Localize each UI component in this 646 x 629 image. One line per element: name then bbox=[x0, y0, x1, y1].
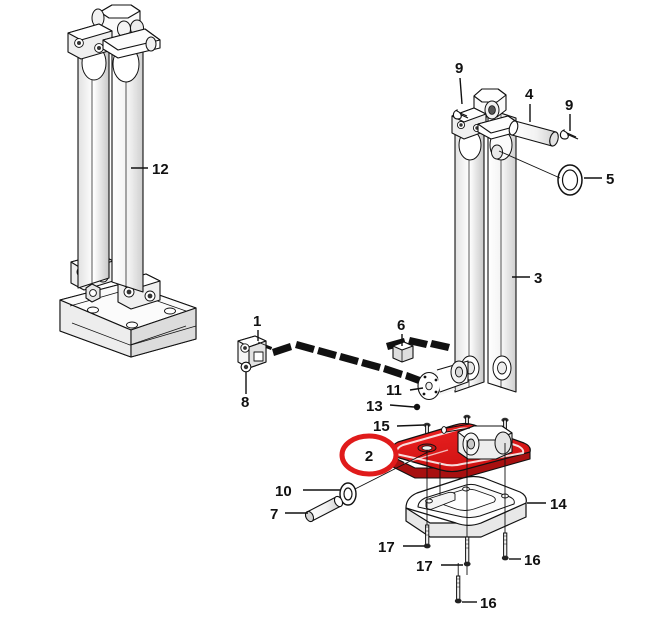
part-13-small-pin bbox=[413, 403, 421, 411]
part-11-end-cap-bushing bbox=[417, 360, 469, 401]
bolt-17-b bbox=[463, 536, 471, 567]
part-7-sleeve-pin bbox=[304, 495, 344, 523]
label-4: 4 bbox=[525, 86, 534, 103]
right-column-head bbox=[451, 88, 522, 160]
label-17b: 17 bbox=[416, 558, 433, 575]
label-9b: 9 bbox=[565, 97, 573, 114]
label-texts: 12 9 4 9 5 3 1 6 8 11 13 15 10 7 14 17 1… bbox=[152, 60, 614, 612]
label-12: 12 bbox=[152, 161, 169, 178]
label-11: 11 bbox=[386, 382, 402, 399]
label-8: 8 bbox=[241, 394, 249, 411]
part-5-o-ring bbox=[557, 164, 583, 196]
leader-part-5 bbox=[498, 150, 561, 179]
label-17a: 17 bbox=[378, 539, 395, 556]
label-16a: 16 bbox=[524, 552, 541, 569]
label-9a: 9 bbox=[455, 60, 463, 77]
callout-2-highlight: 2 bbox=[339, 433, 399, 477]
assembly-dash-line bbox=[258, 337, 450, 385]
cotter-clip-right bbox=[559, 129, 579, 140]
part-4-pivot-pin-rod bbox=[508, 120, 559, 147]
leader-11 bbox=[409, 387, 424, 391]
callout-2-number: 2 bbox=[365, 448, 373, 465]
leader-9a bbox=[459, 77, 463, 105]
left-column-head bbox=[67, 4, 161, 60]
part-10-washer-ring bbox=[339, 482, 357, 506]
label-6: 6 bbox=[397, 317, 405, 334]
label-13: 13 bbox=[366, 398, 383, 415]
label-16b: 16 bbox=[480, 595, 497, 612]
part-9-cotter-clips bbox=[452, 109, 579, 140]
part-2-red-base-plate bbox=[388, 422, 531, 479]
cotter-clip-upper-left bbox=[452, 109, 469, 120]
label-15: 15 bbox=[373, 418, 390, 435]
label-10: 10 bbox=[275, 483, 292, 500]
label-7: 7 bbox=[270, 506, 278, 523]
label-14: 14 bbox=[550, 496, 567, 513]
right-column-assembly bbox=[451, 88, 522, 393]
leader-15 bbox=[396, 424, 425, 427]
label-3: 3 bbox=[534, 270, 542, 287]
part-6-spacer-block bbox=[392, 341, 414, 363]
left-column-assembly bbox=[59, 4, 197, 358]
leader-13 bbox=[389, 404, 415, 408]
label-5: 5 bbox=[606, 171, 614, 188]
bolt-17-a bbox=[423, 524, 431, 549]
plate-top-clamp bbox=[441, 423, 513, 460]
part-8-nut bbox=[240, 361, 252, 373]
labels-layer bbox=[131, 77, 602, 603]
leader-part-10 bbox=[354, 450, 431, 490]
part-14-base-foot bbox=[405, 475, 527, 538]
bolt-16-a bbox=[501, 532, 509, 561]
label-1: 1 bbox=[253, 313, 261, 330]
